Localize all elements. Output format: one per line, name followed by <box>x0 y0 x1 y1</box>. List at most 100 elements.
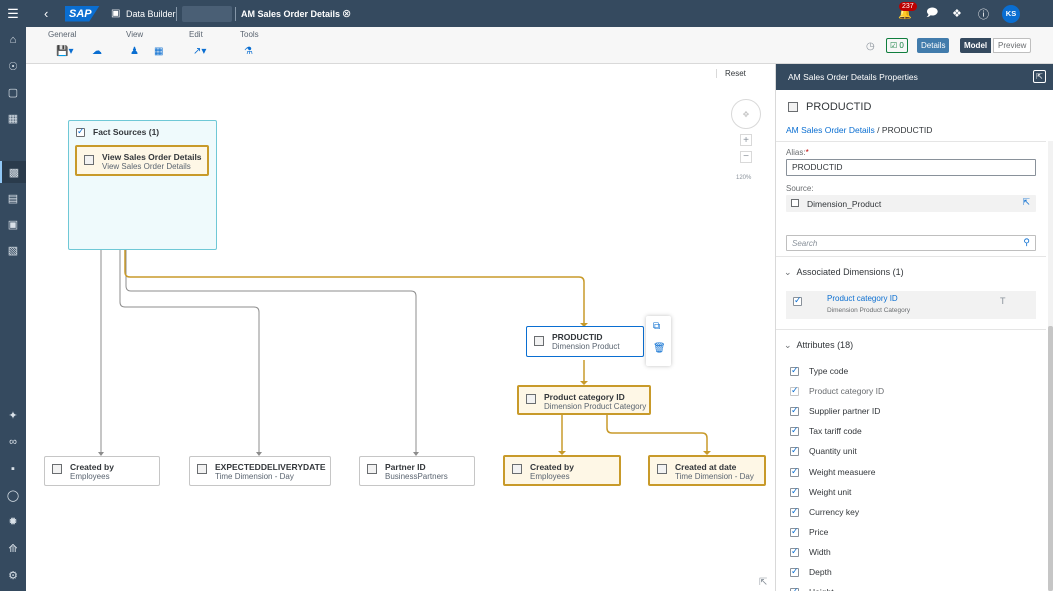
attribute-checkbox[interactable] <box>790 445 799 457</box>
reset-button[interactable]: Reset <box>716 69 746 78</box>
analytic-model-icon[interactable]: ▣ <box>7 218 19 231</box>
impact-lineage-icon[interactable]: ⚗ <box>244 45 253 57</box>
attribute-checkbox[interactable] <box>790 385 799 397</box>
attribute-checkbox[interactable] <box>790 466 799 477</box>
attribute-label: Width <box>809 546 831 557</box>
dimension-icon <box>512 464 522 474</box>
node-subtitle: Time Dimension - Day <box>215 472 294 481</box>
model-canvas[interactable]: Reset ✥ + − 120% Fact Sources (1) View S… <box>26 64 775 591</box>
security-icon[interactable]: ◯ <box>6 489 20 502</box>
attribute-checkbox[interactable] <box>790 486 799 497</box>
dimension-node-partner-id[interactable]: Partner ID BusinessPartners <box>359 456 475 486</box>
fact-source-node[interactable]: View Sales Order Details View Sales Orde… <box>75 145 209 176</box>
hierarchy-icon[interactable]: ♟ <box>130 45 139 57</box>
deploy-icon[interactable]: ☁ <box>92 45 102 57</box>
history-icon[interactable]: ◷ <box>866 40 875 52</box>
pan-control-icon[interactable]: ✥ <box>731 99 761 129</box>
space-management-icon[interactable]: ▪ <box>11 463 15 475</box>
arrow-partner-id <box>413 452 419 456</box>
search-input[interactable]: Search ⚲ <box>786 235 1036 251</box>
zoom-in-icon[interactable]: + <box>740 134 752 146</box>
attributes-header[interactable]: ⌄ Attributes (18) <box>784 340 854 350</box>
connections-icon[interactable]: ✦ <box>8 409 18 422</box>
stories-icon[interactable]: ▤ <box>7 192 19 205</box>
node-title: Created by <box>70 462 114 472</box>
breadcrumb-current: PRODUCTID <box>881 125 933 135</box>
expand-panel-icon[interactable]: ⇱ <box>1033 70 1046 83</box>
associated-dimension-title[interactable]: Product category ID <box>827 294 898 303</box>
search-icon[interactable]: ⚲ <box>1023 237 1030 247</box>
discover-icon[interactable]: ☉ <box>8 60 18 73</box>
transport-icon[interactable]: ✹ <box>8 515 18 528</box>
model-tab[interactable]: Model <box>960 38 992 53</box>
breadcrumb: AM Sales Order Details / PRODUCTID <box>786 125 932 135</box>
system-icon[interactable]: ⚙ <box>8 569 18 582</box>
dimension-node-created-by[interactable]: Created by Employees <box>44 456 160 486</box>
text-icon[interactable]: T <box>1000 296 1006 306</box>
dimension-node-expected-delivery-date[interactable]: EXPECTEDDELIVERYDATE Time Dimension - Da… <box>189 456 331 486</box>
attribute-checkbox[interactable] <box>790 425 799 437</box>
attribute-checkbox[interactable] <box>790 546 799 557</box>
copy-icon[interactable]: ⧉ <box>653 321 661 332</box>
help-icon[interactable]: ⓘ <box>978 8 989 21</box>
scrollbar-thumb[interactable] <box>1048 326 1053 591</box>
avatar[interactable]: KS <box>1002 0 1020 27</box>
dimension-node-created-at-date[interactable]: Created at date Time Dimension - Day <box>648 455 766 486</box>
menu-icon[interactable]: ☰ <box>7 5 19 21</box>
preview-tab[interactable]: Preview <box>993 38 1032 53</box>
delete-icon[interactable]: 🗑 <box>653 343 666 354</box>
dimension-node-productid[interactable]: PRODUCTID Dimension Product <box>526 326 644 357</box>
details-button[interactable]: Details <box>917 38 950 53</box>
validation-count: 0 <box>899 41 904 50</box>
data-flow-icon[interactable]: ∞ <box>9 436 17 448</box>
app-name[interactable]: Data Builder <box>126 8 176 19</box>
data-builder-nav-icon[interactable]: ▩ <box>0 161 26 183</box>
zoom-out-icon[interactable]: − <box>740 151 752 163</box>
attribute-checkbox[interactable] <box>790 365 799 376</box>
panel-header: AM Sales Order Details Properties ⇱ <box>776 64 1053 90</box>
fact-source-subtitle: View Sales Order Details <box>102 162 191 171</box>
user-assist-icon[interactable]: ❖ <box>952 8 962 20</box>
feedback-icon[interactable]: 🗩 <box>926 7 939 19</box>
attribute-checkbox[interactable] <box>790 566 799 577</box>
attribute-checkbox[interactable] <box>790 526 799 537</box>
open-source-icon[interactable]: ⇱ <box>1022 197 1030 207</box>
toolbar: General View Edit Tools 💾▾ ☁ ♟ ▦ ↗▾ ⚗ ◷ … <box>26 27 1053 64</box>
dimension-icon <box>791 199 799 207</box>
space-selector[interactable] <box>182 0 232 27</box>
arrow-created-at <box>703 451 711 455</box>
associated-dimensions-header[interactable]: ⌄ Associated Dimensions (1) <box>784 267 904 277</box>
data-builder-icon: ▣ <box>111 8 121 19</box>
share-icon[interactable]: ⟰ <box>8 542 18 555</box>
export-icon[interactable]: ↗▾ <box>193 45 207 57</box>
fact-sources-container[interactable]: Fact Sources (1) <box>68 120 217 250</box>
sap-logo[interactable]: SAP <box>65 0 100 27</box>
catalog-icon[interactable]: ▢ <box>7 86 19 99</box>
close-icon[interactable]: ⊗ <box>342 8 352 20</box>
save-icon[interactable]: 💾▾ <box>56 45 74 57</box>
validation-button[interactable]: ☑ 0 <box>886 38 908 53</box>
back-icon[interactable]: ‹ <box>44 6 49 21</box>
table-view-icon[interactable]: ▦ <box>154 45 164 57</box>
arrow-created-by-2 <box>558 451 566 455</box>
chevron-down-icon: ⌄ <box>784 340 797 350</box>
alias-input[interactable]: PRODUCTID <box>786 159 1036 176</box>
collapse-corner-icon[interactable]: ⇱ <box>759 577 768 588</box>
home-icon[interactable]: ⌂ <box>9 34 17 46</box>
data-access-icon[interactable]: ▧ <box>7 244 19 257</box>
dimension-node-created-by-2[interactable]: Created by Employees <box>503 455 621 486</box>
fact-sources-checkbox[interactable] <box>76 126 85 137</box>
attribute-checkbox[interactable] <box>790 405 799 417</box>
associated-dimension-item[interactable]: Product category ID Dimension Product Ca… <box>786 291 1036 319</box>
attribute-checkbox[interactable] <box>790 586 799 591</box>
dimension-node-product-category[interactable]: Product category ID Dimension Product Ca… <box>517 385 651 415</box>
notification-icon[interactable]: 🔔 <box>898 8 912 20</box>
business-builder-icon[interactable]: ▦ <box>7 112 19 125</box>
scrollbar[interactable] <box>1048 141 1053 591</box>
breadcrumb-link[interactable]: AM Sales Order Details <box>786 125 875 135</box>
divider <box>776 329 1046 330</box>
associated-dimension-checkbox[interactable] <box>793 295 802 306</box>
node-title: PRODUCTID <box>552 332 603 342</box>
properties-panel: AM Sales Order Details Properties ⇱ PROD… <box>775 64 1053 591</box>
attribute-checkbox[interactable] <box>790 506 799 517</box>
